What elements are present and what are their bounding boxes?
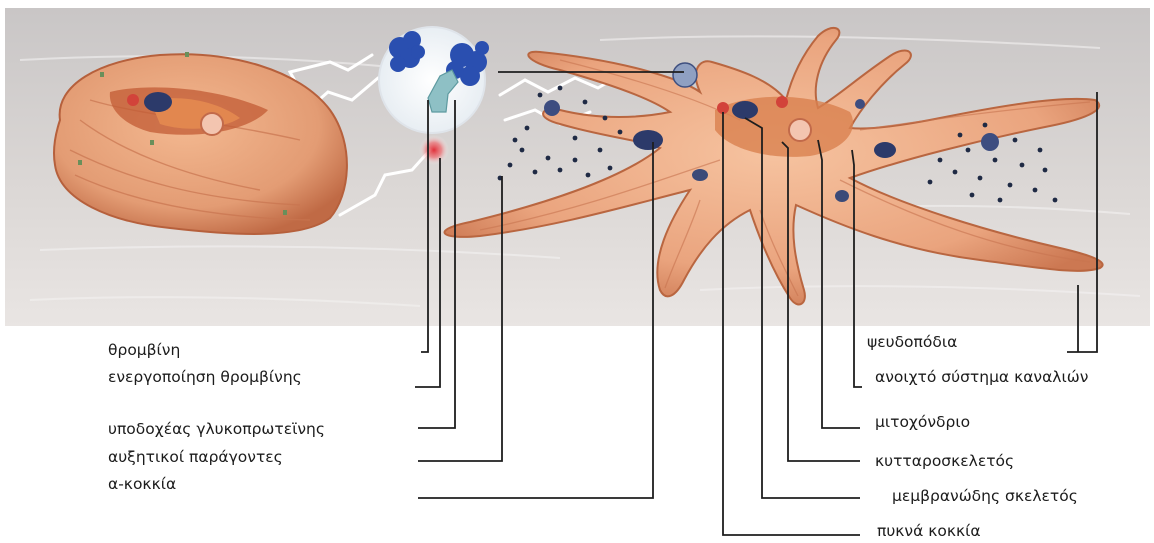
- thrombin-activation-glow: [419, 135, 449, 165]
- label-mitochondrion: μιτοχόνδριο: [875, 413, 970, 431]
- surface-granule: [673, 63, 697, 87]
- label-cytoskeleton: κυτταροσκελετός: [875, 452, 1014, 470]
- label-alpha-granules: α-κοκκία: [108, 475, 176, 493]
- red-granule-b: [776, 96, 788, 108]
- label-dense-granules: πυκνά κοκκία: [877, 522, 981, 540]
- label-membrane-skeleton: μεμβρανώδης σκελετός: [892, 487, 1078, 505]
- label-growth-factors: αυξητικοί παράγοντες: [108, 448, 283, 466]
- label-pseudopodia: ψευδοπόδια: [867, 333, 957, 351]
- resting-dense-granule: [144, 92, 172, 112]
- dense-granule: [732, 101, 758, 119]
- label-open-canalicular-system: ανοιχτό σύστημα καναλιών: [875, 368, 1088, 386]
- resting-alpha-granule: [201, 113, 223, 135]
- label-thrombin-activation: ενεργοποίηση θρομβίνης: [108, 368, 302, 386]
- resting-red-granule: [127, 94, 139, 106]
- mitochondrion-shape: [789, 119, 811, 141]
- alpha-granule-shape: [633, 130, 663, 150]
- label-glycoprotein-receptor: υποδοχέας γλυκοπρωτεϊνης: [108, 420, 325, 438]
- label-thrombin: θρομβίνη: [108, 341, 180, 359]
